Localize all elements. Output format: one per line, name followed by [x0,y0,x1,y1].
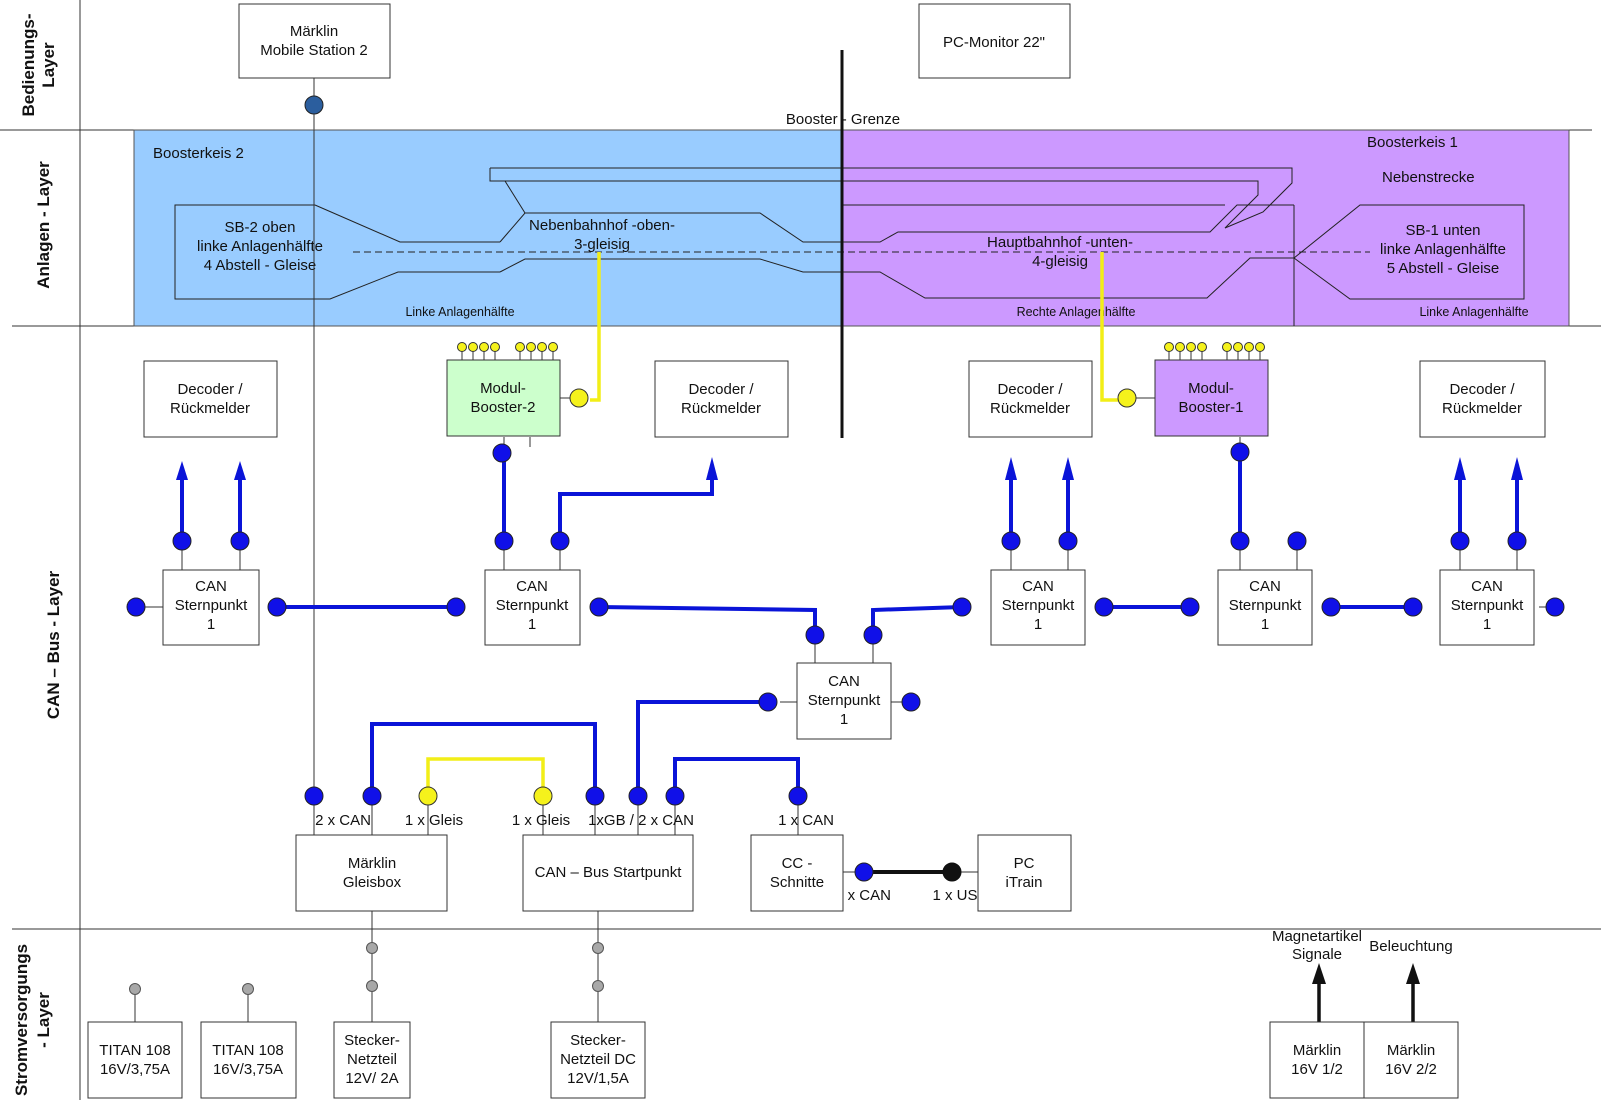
port-label-1xcan-bottom: 1 x CAN [835,887,891,904]
sternpunkt-box-5 [1439,569,1535,646]
modul-booster-2-gleis-connector [569,388,589,408]
gleisbox-box [295,834,448,912]
stecker-12v-box [333,1021,411,1099]
startpunkt-box [522,834,694,912]
nebenstrecke-label: Nebenstrecke [1382,169,1475,186]
modul-booster-2-label: Modul-Booster-2 [470,380,535,416]
layer-title-bedienung: Bedienungs-Layer [19,14,58,117]
decoder-box-4 [1419,360,1546,438]
linke-anlagenhaelfte-label-1: Linke Anlagenhälfte [405,305,514,319]
boosterkreis-2-label: Boosterkeis 2 [153,145,244,162]
modul-booster-2-can-connector [492,443,512,463]
boosterkreis-1-area [841,129,1570,327]
pc-monitor-box [918,3,1071,79]
mobile-station-box [238,3,391,79]
hauptbahnhof-label: Hauptbahnhof -unten-4-gleisig [987,234,1133,270]
port-label-1xgb-2xcan: 1xGB / 2 x CAN [588,812,694,829]
sternpunkt-box-center [796,662,892,740]
decoder-box-2 [654,360,789,438]
titan-a-box [87,1021,183,1099]
layer-title-can: CAN – Bus - Layer [44,570,63,719]
sternpunkt-box-3 [990,569,1086,646]
sternpunkt-box-1 [162,569,260,646]
modul-booster-2-outputs [457,342,558,360]
decoder-label-2: Decoder /Rückmelder [681,381,761,417]
rechte-anlagenhaelfte-label: Rechte Anlagenhälfte [1017,305,1136,319]
startpunkt-label: CAN – Bus Startpunkt [535,864,683,881]
modul-booster-1-gleis-connector [1117,388,1137,408]
gleis-wires [426,252,1118,796]
boosterkreis-1-label: Boosterkeis 1 [1367,134,1458,151]
port-label-2xcan: 2 x CAN [315,812,371,829]
port-label-1xgleis-b: 1 x Gleis [512,812,570,829]
sternpunkt-box-4 [1217,569,1313,646]
maerklin-1-box [1269,1021,1365,1099]
can-connectors [126,531,1565,882]
linke-anlagenhaelfte-label-2: Linke Anlagenhälfte [1419,305,1528,319]
layer-title-anlagen: Anlagen - Layer [34,161,53,289]
nebenbahnhof-label: Nebenbahnhof -oben-3-gleisig [529,217,675,253]
modul-booster-1-can-connector [1230,442,1250,462]
decoder-label-1: Decoder /Rückmelder [170,381,250,417]
boosterkreis-2-area [133,129,843,327]
booster-grenze-label: Booster - Grenze [786,111,900,128]
sternpunkt-box-2 [484,569,581,646]
maerklin-2-box [1363,1021,1459,1099]
beleuchtung-label: Beleuchtung [1369,938,1452,955]
modul-booster-2-box [446,359,561,437]
layer-title-strom: Stromversorgungs- Layer [12,944,53,1096]
can-bus-wires [180,455,1519,796]
pc-monitor-label: PC-Monitor 22" [943,34,1045,51]
port-label-1xgleis-a: 1 x Gleis [405,812,463,829]
modul-booster-1-box [1154,359,1269,437]
cc-schnitte-label: CC -Schnitte [770,855,824,891]
modul-booster-1-outputs [1164,342,1265,360]
titan-b-box [200,1021,297,1099]
decoder-box-3 [968,360,1093,438]
decoder-box-1 [143,360,278,438]
port-label-1xcan-top: 1 x CAN [778,812,834,829]
power-wires [129,911,1420,1022]
modul-booster-1-label: Modul-Booster-1 [1178,380,1243,416]
cc-schnitte-box [750,834,844,912]
connector-stubs [145,437,1555,873]
stecker-dc-box [550,1021,646,1099]
pc-itrain-box [977,834,1072,912]
decoder-label-4: Decoder /Rückmelder [1442,381,1522,417]
mobile-station-connector [304,95,324,115]
decoder-label-3: Decoder /Rückmelder [990,381,1070,417]
port-label-1xusb: 1 x USB [932,887,987,904]
arrow-heads [176,457,1523,480]
track-plan [174,167,1525,300]
